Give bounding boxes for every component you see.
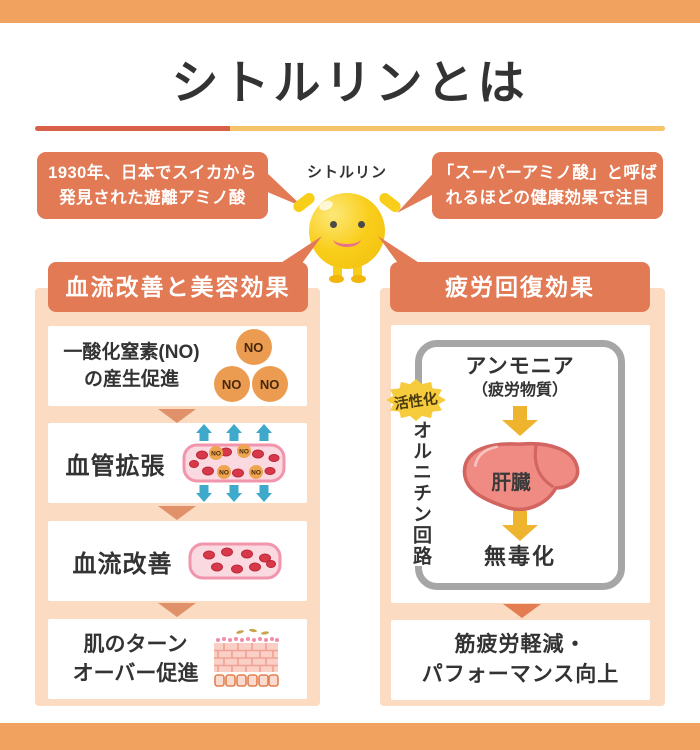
ammonia-label: アンモニア [465, 355, 575, 378]
step-vasodilation-label: 血管拡張 [65, 452, 166, 480]
step-no-production-line1: 一酸化窒素(NO) [63, 342, 200, 363]
divider-yellow-segment [230, 126, 665, 131]
ornithine-cycle-box: アンモニア （疲労物質） 肝臓 無毒化 [415, 340, 625, 590]
mascot-eye-left [330, 221, 337, 228]
activation-badge-label: 活性化 [393, 390, 439, 413]
right-column-header: 疲労回復効果 [390, 262, 650, 312]
dilated-vessel-icon: NO NO NO NO [182, 424, 285, 502]
step-bloodflow-label: 血流改善 [72, 550, 173, 578]
mascot-leg-right [353, 265, 362, 278]
bottom-border-bar [0, 723, 700, 750]
step-skin-line2: オーバー促進 [72, 662, 199, 685]
fatigue-result-label: 筋疲労軽減・ パフォーマンス向上 [422, 630, 620, 690]
fatigue-substance-label: （疲労物質） [471, 382, 568, 399]
no-molecule: NO [235, 329, 272, 365]
down-arrow-icon [158, 409, 196, 423]
svg-text:NO: NO [211, 451, 221, 458]
yellow-down-arrow-icon [502, 511, 538, 541]
fatigue-result-line2: パフォーマンス向上 [421, 663, 620, 686]
top-border-bar [0, 0, 700, 23]
mascot-leg-left [333, 265, 342, 278]
liver-icon: 肝臓 [462, 441, 580, 512]
bubble-discovery-line1: 1930年、日本でスイカから [48, 164, 257, 182]
bubble-superamino: 「スーパーアミノ酸」と呼ば れるほどの健康効果で注目 [432, 152, 663, 219]
fatigue-result-line1: 筋疲労軽減・ [454, 633, 587, 656]
step-no-production-line2: の産生促進 [83, 369, 179, 390]
no-molecule: NO [251, 366, 288, 402]
bubble-superamino-line1: 「スーパーアミノ酸」と呼ば [437, 164, 658, 182]
bubble-superamino-line2: れるほどの健康効果で注目 [445, 189, 650, 207]
no-molecule: NO [213, 366, 250, 402]
mascot-foot-right [351, 275, 366, 283]
mascot-eye-right [358, 221, 365, 228]
step-skin-turnover-label: 肌のターン オーバー促進 [73, 630, 199, 688]
step-bloodflow: 血流改善 [48, 521, 307, 601]
step-no-production: 一酸化窒素(NO) の産生促進 NO NO NO [48, 326, 307, 406]
step-vasodilation: 血管拡張 NO NO [48, 423, 307, 503]
yellow-down-arrow-icon [502, 406, 538, 436]
divider-red-segment [35, 126, 230, 131]
vessel-no-dots: NO NO NO NO [208, 444, 263, 479]
down-arrow-icon [158, 506, 196, 520]
left-column-header: 血流改善と美容効果 [48, 262, 308, 312]
title-divider [35, 126, 665, 131]
step-no-production-label: 一酸化窒素(NO) の産生促進 [63, 339, 199, 393]
skin-layers-icon [214, 628, 280, 687]
bubble-discovery: 1930年、日本でスイカから 発見された遊離アミノ酸 [37, 152, 268, 219]
mascot-label: シトルリン [306, 164, 387, 181]
vessel-flow-icon [188, 542, 281, 580]
page-title: シトルリンとは [171, 56, 529, 109]
mascot-foot-left [329, 275, 344, 283]
svg-text:NO: NO [219, 470, 229, 477]
border-gap-patch [403, 398, 431, 566]
ornithine-cycle-label: オルニチン回路 [410, 420, 431, 567]
svg-text:NO: NO [239, 449, 249, 456]
no-molecules-icon: NO NO NO [208, 329, 292, 403]
mascot-smile [333, 231, 361, 247]
down-arrow-icon [503, 604, 541, 618]
mascot-arm-right [377, 190, 403, 215]
fatigue-result-box: 筋疲労軽減・ パフォーマンス向上 [391, 620, 650, 700]
svg-text:NO: NO [251, 470, 261, 477]
bubble-discovery-line2: 発見された遊離アミノ酸 [59, 189, 246, 207]
down-arrow-icon [158, 603, 196, 617]
mascot-arm-left [291, 190, 317, 215]
detox-label: 無毒化 [483, 544, 556, 569]
step-skin-turnover: 肌のターン オーバー促進 [48, 619, 307, 699]
liver-label: 肝臓 [491, 472, 531, 494]
step-skin-line1: 肌のターン [83, 633, 188, 656]
